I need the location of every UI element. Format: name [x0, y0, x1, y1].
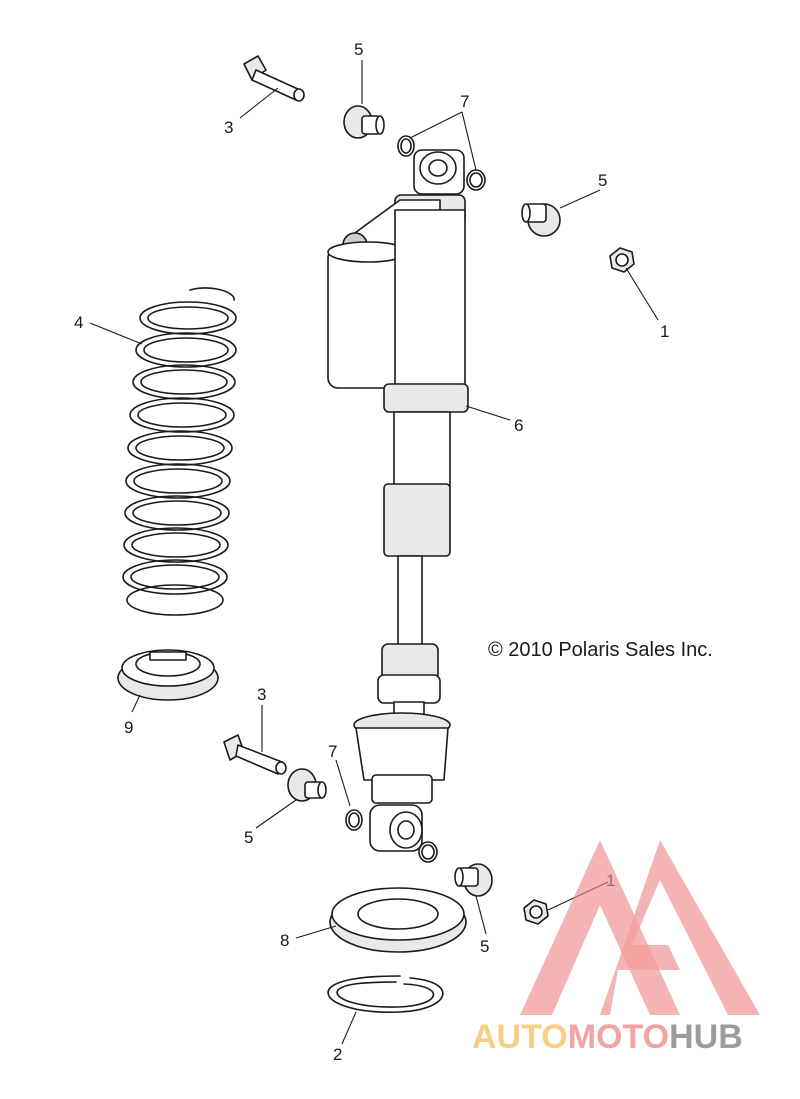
callout-5-top: 5: [354, 40, 363, 59]
copyright-notice: © 2010 Polaris Sales Inc.: [488, 639, 713, 661]
callout-8: 8: [280, 931, 289, 950]
coil-spring: [122, 287, 237, 616]
callout-4: 4: [74, 313, 83, 332]
o-ring-bottom-left: [345, 809, 363, 831]
retaining-ring: [327, 975, 444, 1013]
bolt-top: [243, 55, 305, 102]
spacer-top: [343, 105, 385, 139]
callout-1-top: 1: [660, 322, 669, 341]
callout-9: 9: [124, 718, 133, 737]
watermark-auto: AUTO: [472, 1018, 568, 1056]
spacer-left: [287, 768, 327, 802]
spacer-right: [521, 203, 561, 237]
callout-5-left: 5: [244, 828, 253, 847]
watermark-text: AUTOMOTOHUB: [472, 1018, 743, 1056]
callout-6: 6: [514, 416, 523, 435]
callout-5-bottom: 5: [480, 937, 489, 956]
callout-7-top: 7: [460, 92, 469, 111]
callout-labels: 3 5 7 5 1 4 6 9 3 7 5 1 5 8 2: [74, 40, 669, 1064]
watermark-hub: HUB: [669, 1018, 743, 1056]
watermark-moto: MOTO: [568, 1018, 669, 1056]
spacer-bottom: [454, 863, 493, 897]
callout-3-bottom: 3: [257, 685, 266, 704]
nut-bottom: [523, 899, 549, 925]
callout-5-right: 5: [598, 171, 607, 190]
o-ring-bottom-right: [418, 841, 438, 863]
shock-absorber: [327, 149, 469, 852]
watermark-logo: [520, 840, 760, 1015]
o-ring-top-right: [466, 169, 486, 191]
callout-7-bottom: 7: [328, 742, 337, 761]
leader-lines: [89, 60, 659, 1045]
callout-3-top: 3: [224, 118, 233, 137]
nut-top: [609, 247, 635, 273]
bolt-bottom: [223, 734, 287, 775]
o-ring-top-left: [397, 135, 415, 157]
callout-2: 2: [333, 1045, 342, 1064]
spring-seat: [117, 649, 219, 701]
washer: [329, 887, 467, 953]
